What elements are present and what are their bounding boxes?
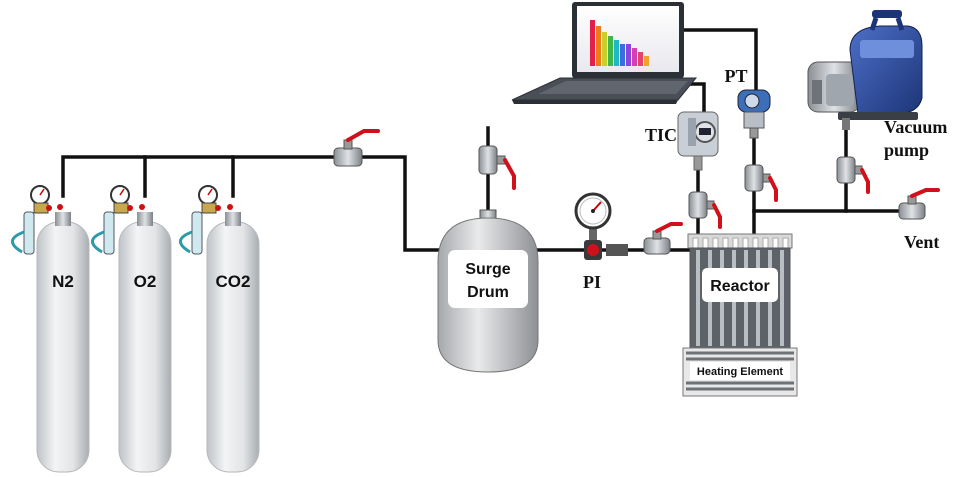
ball-valve-vent[interactable]	[898, 188, 940, 220]
n2-cylinder: N2	[11, 185, 90, 473]
temperature-controller: TIC	[645, 111, 719, 171]
n2-label: N2	[52, 272, 74, 291]
surge-drum-label-line2: Drum	[467, 284, 509, 301]
vacuum-pump: Vacuum pump	[807, 10, 947, 160]
surge-drum: Surge Drum	[437, 209, 539, 373]
heating-element-label: Heating Element	[697, 366, 784, 378]
ball-valve-tic-line[interactable]	[688, 191, 722, 229]
vacuum-pump-label-line2: pump	[884, 140, 929, 160]
vent-label: Vent	[904, 232, 939, 252]
ball-valve-header[interactable]	[333, 129, 380, 167]
laptop-to-pt-cable	[682, 28, 758, 90]
laptop-icon	[511, 2, 698, 104]
ball-valve-vacuum-line[interactable]	[836, 156, 870, 194]
gas-header-pipe	[61, 155, 440, 252]
co2-label: CO2	[216, 272, 251, 291]
pt-label: PT	[724, 66, 747, 86]
gas-cylinders: N2 O2 CO2	[11, 185, 260, 473]
surge-drum-label-line1: Surge	[465, 261, 510, 278]
reactor-label: Reactor	[710, 278, 770, 295]
ball-valve-drum-top[interactable]	[478, 145, 516, 190]
o2-cylinder: O2	[91, 185, 172, 473]
reactor: Reactor Heating Element	[682, 233, 798, 397]
ball-valve-reactor-inlet[interactable]	[643, 222, 683, 255]
vacuum-pump-label-line1: Vacuum	[884, 117, 947, 137]
pressure-transmitter: PT	[724, 66, 771, 139]
pi-label: PI	[583, 272, 601, 292]
pressure-indicator: PI	[574, 192, 628, 292]
tic-label: TIC	[645, 125, 677, 145]
o2-label: O2	[134, 272, 157, 291]
ball-valve-pt-line[interactable]	[744, 164, 778, 202]
laptop-screen-chart	[590, 20, 649, 66]
co2-cylinder: CO2	[179, 185, 260, 473]
